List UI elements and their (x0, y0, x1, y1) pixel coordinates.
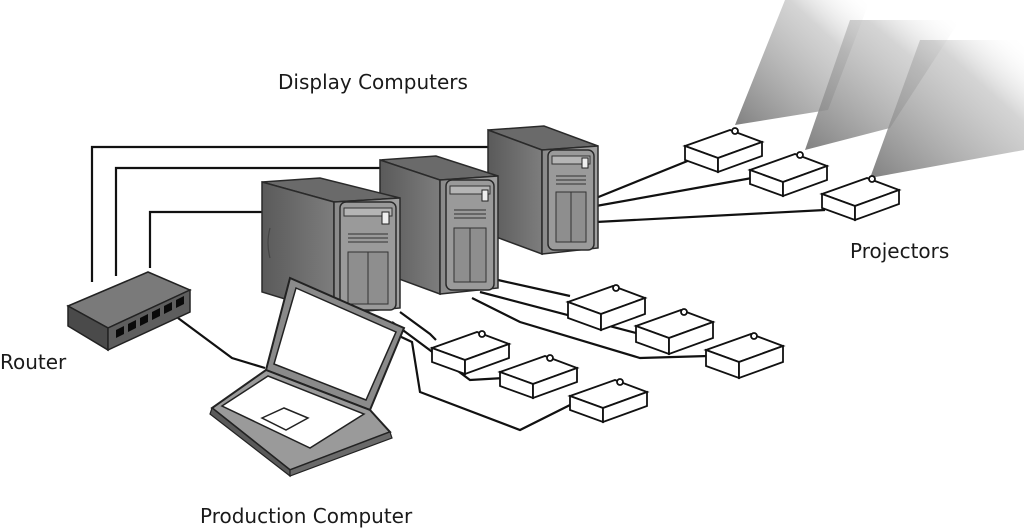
projector-icon (633, 308, 716, 356)
cable-router-tower-1 (148, 210, 264, 268)
cable-tower2-proj-c (471, 297, 709, 360)
desktop-tower-icon (261, 177, 401, 316)
cable-tower3-proj-a (595, 158, 691, 200)
cable-tower2-proj-a (497, 278, 571, 298)
cable-tower1-proj-c (381, 327, 581, 432)
beam-3 (870, 40, 1024, 178)
desktop-tower-icon (379, 155, 499, 296)
cable-tower3-proj-c (595, 208, 826, 224)
projector-icon (682, 127, 765, 174)
network-router-icon (66, 271, 192, 352)
cable-tower1-proj-b (391, 321, 505, 382)
label-display-computers: Display Computers (278, 70, 468, 94)
projector-icon (819, 175, 902, 222)
label-router: Router (0, 350, 67, 374)
projector-beams (735, 0, 1024, 178)
projector-icon (565, 284, 648, 332)
cable-router-laptop (177, 317, 266, 370)
beam-1 (735, 0, 870, 125)
desktop-tower-icon (487, 125, 599, 256)
label-production-computer: Production Computer (200, 504, 413, 528)
projector-icon (567, 378, 650, 424)
cable-router-tower-2 (114, 166, 382, 276)
projector-icon (497, 354, 580, 400)
projectors-group (429, 127, 902, 424)
projector-icon (703, 332, 786, 380)
cable-tower1-proj-a (399, 311, 437, 341)
laptop-icon (209, 276, 406, 478)
projector-icon (429, 330, 512, 376)
cable-router-tower-3 (90, 145, 490, 282)
cable-tower2-proj-b (479, 290, 641, 336)
network-cables (90, 145, 826, 432)
label-projectors: Projectors (850, 239, 950, 263)
cable-tower3-proj-b (595, 176, 753, 208)
projector-icon (747, 151, 830, 198)
